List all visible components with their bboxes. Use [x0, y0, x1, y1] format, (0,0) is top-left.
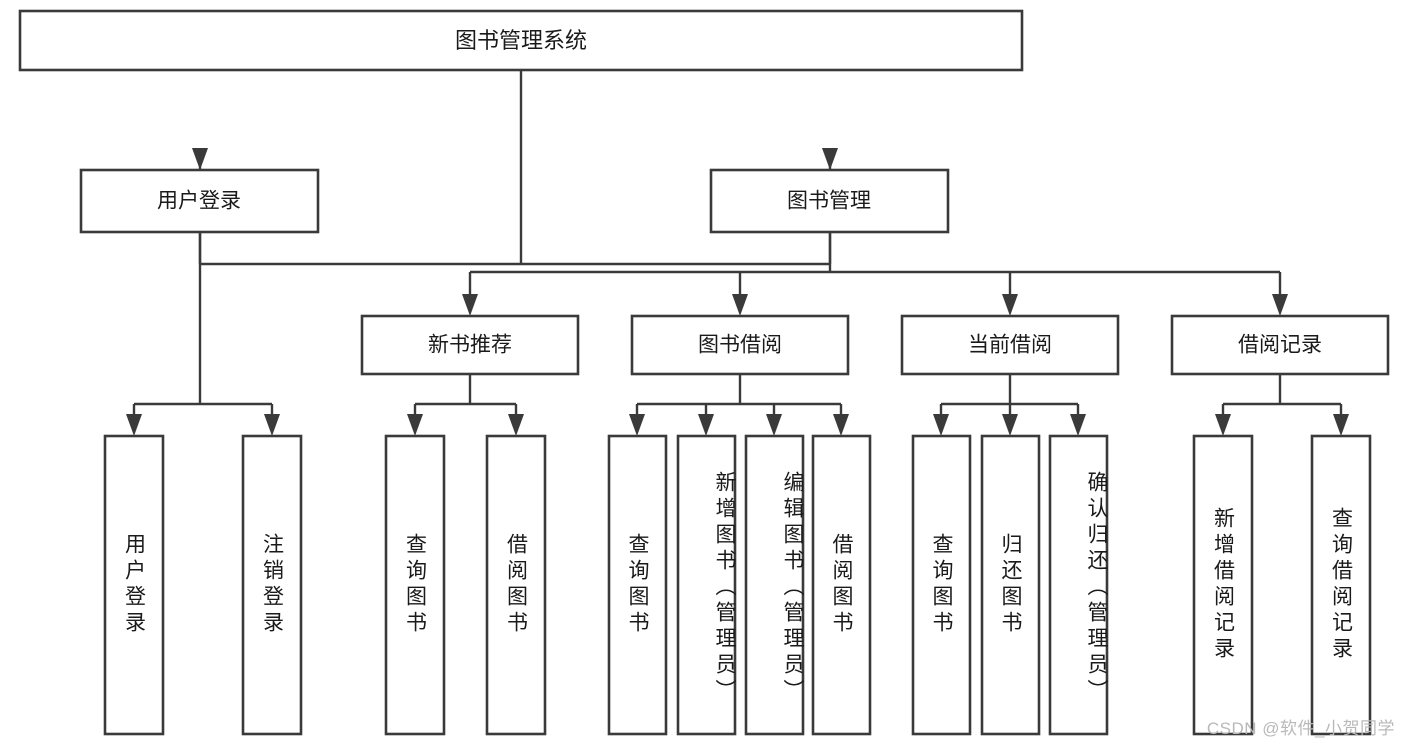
node-new-book-recommend-box[interactable]	[360, 314, 580, 376]
leaf-box-borrow-record-1[interactable]	[1192, 434, 1254, 736]
arrow-current-borrow-leaf-2	[1002, 414, 1018, 436]
node-book-management-label: 图书管理	[787, 190, 871, 213]
connectors-borrowrecord-to-leaves	[1215, 374, 1349, 436]
node-book-borrow-box[interactable]	[630, 314, 850, 376]
arrow-user-login-leaf-1	[126, 414, 142, 436]
leaf-boxes-current-borrow	[911, 434, 1109, 736]
leaf-box-book-borrow-3[interactable]	[744, 434, 805, 736]
arrow-book-borrow-leaf-4	[833, 414, 849, 436]
leaf-box-book-borrow-2[interactable]	[676, 434, 737, 736]
connectors-bookborrow-to-leaves	[629, 374, 849, 436]
connectors-newbook-to-leaves	[407, 374, 524, 436]
node-borrow-record[interactable]: 借阅记录	[1170, 314, 1390, 376]
connectors-bookmgmt-to-level2	[462, 232, 1288, 316]
node-current-borrow-box[interactable]	[900, 314, 1120, 376]
node-user-login-box[interactable]	[79, 168, 320, 234]
connector-book-mgmt-fan	[468, 232, 1282, 304]
arrow-current-borrow-leaf-1	[933, 414, 949, 436]
leaf-boxes-user-login	[103, 434, 303, 736]
connector-user-login-fan	[132, 232, 274, 424]
node-book-borrow[interactable]: 图书借阅	[630, 314, 850, 376]
leaf-boxes-borrow-record	[1192, 434, 1372, 736]
leaf-box-book-borrow-1[interactable]	[607, 434, 668, 736]
arrow-user-login-leaf-2	[264, 414, 280, 436]
connectors-root-to-level1	[192, 70, 838, 266]
node-new-book-recommend-label: 新书推荐	[428, 334, 512, 357]
leaf-box-current-borrow-3[interactable]	[1048, 434, 1109, 736]
arrow-book-borrow-leaf-2	[698, 414, 714, 436]
node-user-login[interactable]: 用户登录	[79, 168, 320, 234]
arrow-to-new-book	[462, 294, 478, 316]
node-user-login-label: 用户登录	[157, 190, 241, 213]
node-root-box[interactable]	[18, 9, 1024, 72]
arrow-to-user-login	[192, 148, 208, 170]
leaf-box-new-book-1[interactable]	[384, 434, 446, 736]
arrow-new-book-leaf-1	[407, 414, 423, 436]
node-current-borrow[interactable]: 当前借阅	[900, 314, 1120, 376]
connector-book-borrow-fan	[635, 374, 843, 424]
leaf-boxes-new-book	[384, 434, 547, 736]
node-borrow-record-label: 借阅记录	[1238, 334, 1322, 357]
node-current-borrow-label: 当前借阅	[968, 334, 1052, 357]
leaf-boxes-book-borrow	[607, 434, 872, 736]
connectors-userlogin-to-leaves	[126, 232, 280, 436]
arrow-to-current-borrow	[1002, 294, 1018, 316]
node-new-book-recommend[interactable]: 新书推荐	[360, 314, 580, 376]
leaf-box-user-login-2[interactable]	[241, 434, 303, 736]
connector-new-book-fan	[413, 374, 518, 424]
arrow-to-book-borrow	[732, 294, 748, 316]
node-book-borrow-label: 图书借阅	[698, 334, 782, 357]
connector-borrow-record-fan	[1221, 374, 1343, 424]
leaf-box-borrow-record-2[interactable]	[1310, 434, 1372, 736]
arrow-current-borrow-leaf-3	[1070, 414, 1086, 436]
arrow-borrow-record-leaf-1	[1215, 414, 1231, 436]
node-book-management[interactable]: 图书管理	[709, 168, 950, 234]
node-root-label: 图书管理系统	[455, 28, 587, 53]
arrow-to-borrow-record	[1272, 294, 1288, 316]
arrow-to-book-mgmt	[822, 148, 838, 170]
leaf-box-user-login-1[interactable]	[103, 434, 165, 736]
arrow-new-book-leaf-2	[508, 414, 524, 436]
leaf-box-new-book-2[interactable]	[485, 434, 547, 736]
arrow-book-borrow-leaf-1	[629, 414, 645, 436]
node-borrow-record-box[interactable]	[1170, 314, 1390, 376]
connector-root-trunk	[198, 70, 830, 266]
node-root[interactable]: 图书管理系统	[18, 9, 1024, 72]
leaf-box-current-borrow-1[interactable]	[911, 434, 972, 736]
arrow-book-borrow-leaf-3	[766, 414, 782, 436]
leaf-box-current-borrow-2[interactable]	[980, 434, 1041, 736]
node-book-management-box[interactable]	[709, 168, 950, 234]
leaf-box-book-borrow-4[interactable]	[811, 434, 872, 736]
watermark-text: CSDN @软件_小贺同学	[1206, 719, 1395, 738]
arrow-borrow-record-leaf-2	[1333, 414, 1349, 436]
connectors-currentborrow-to-leaves	[933, 374, 1086, 436]
